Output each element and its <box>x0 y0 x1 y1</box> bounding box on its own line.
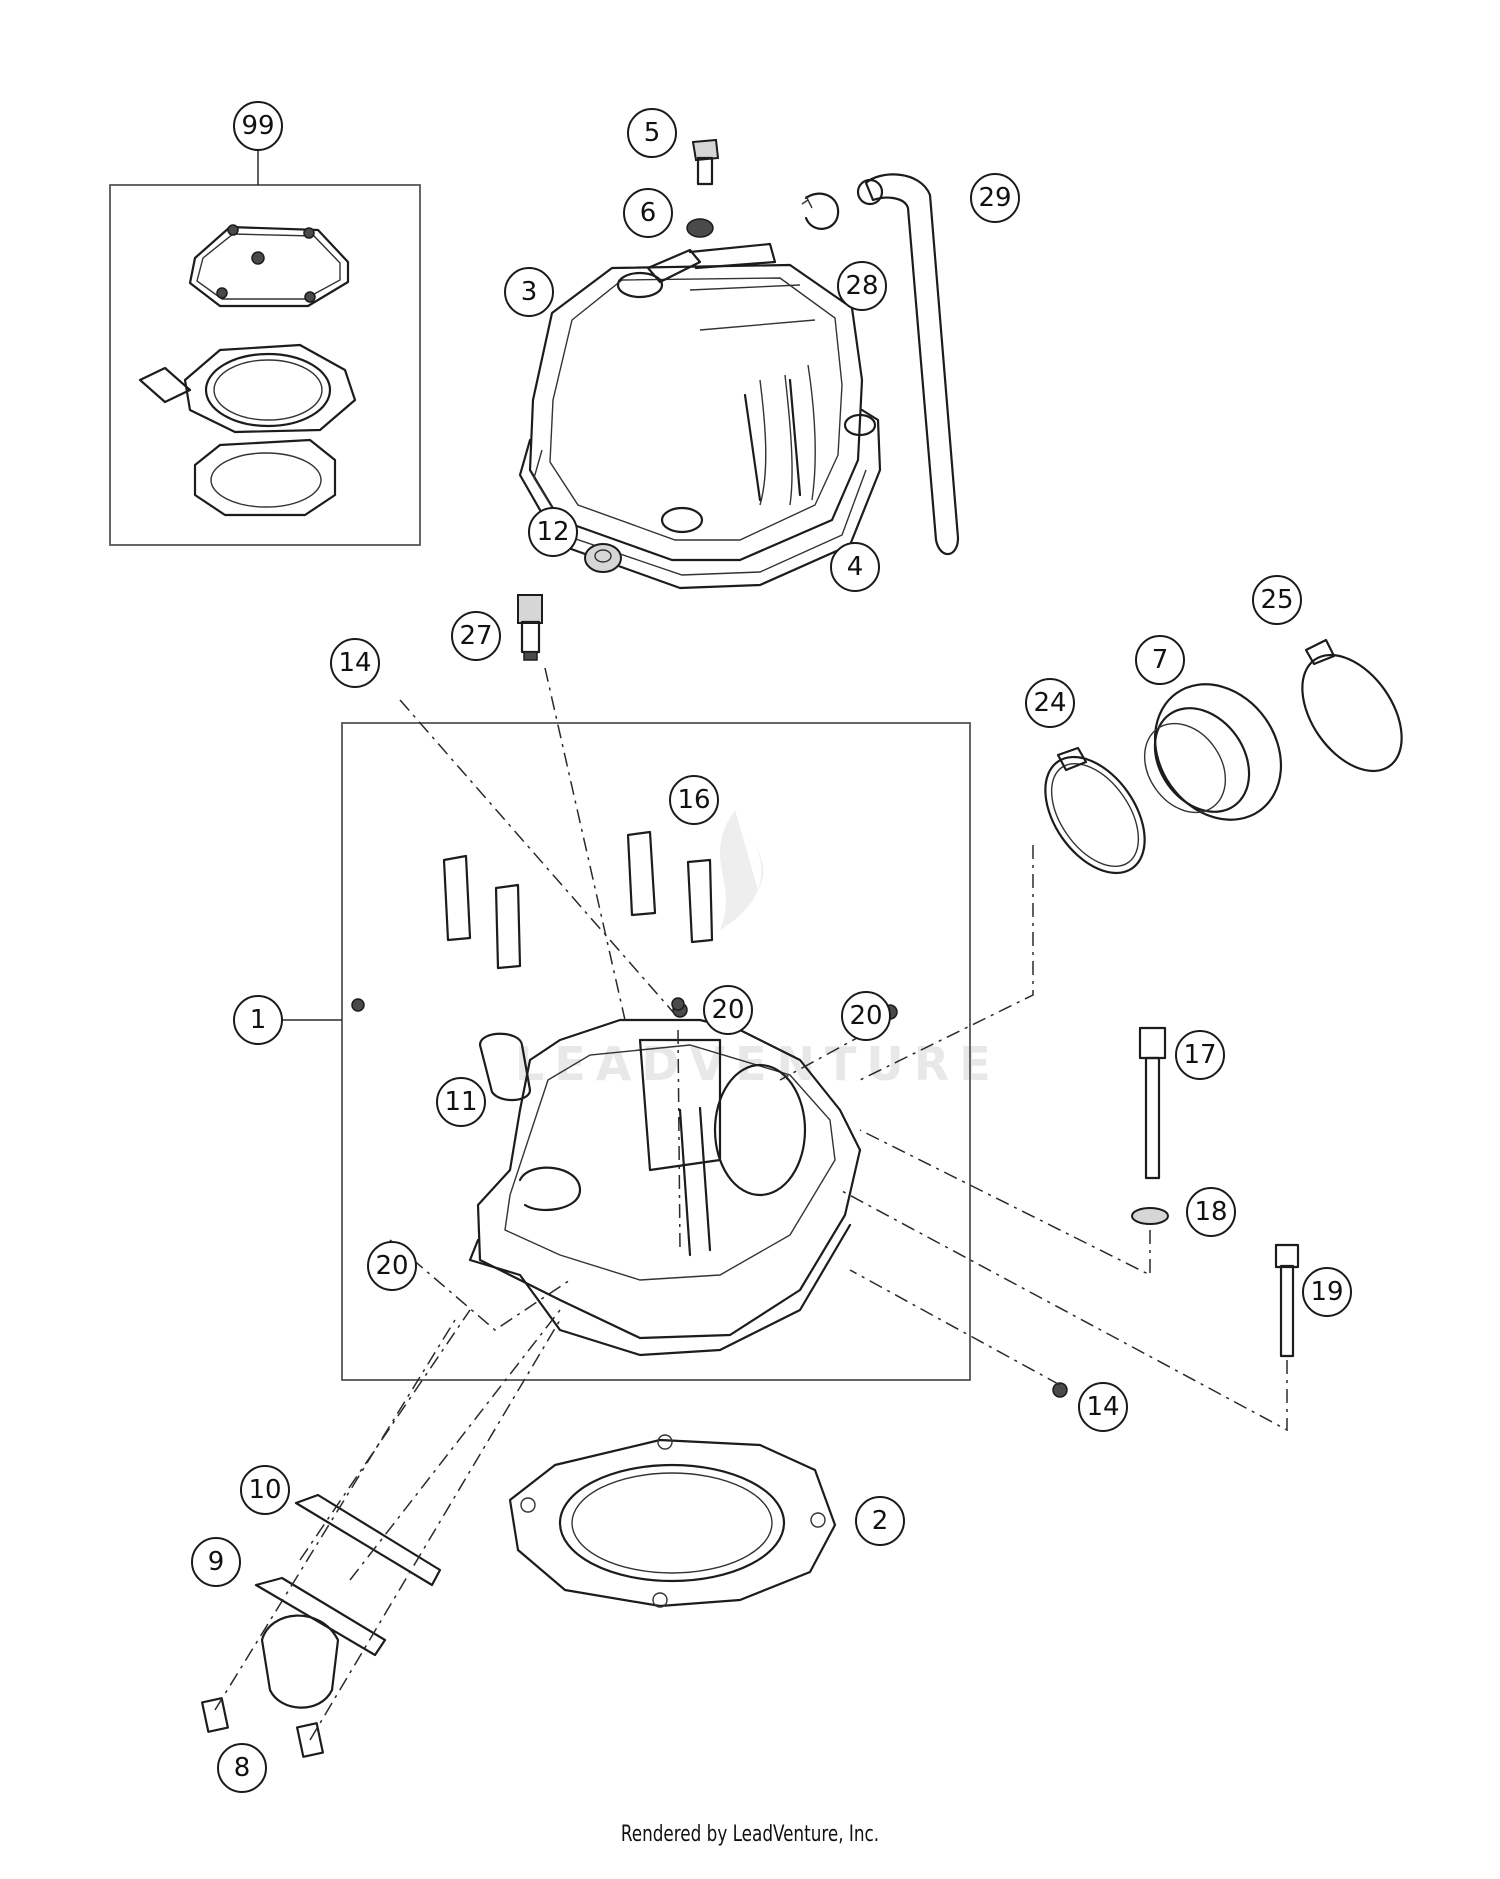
svg-text:2: 2 <box>872 1506 889 1536</box>
svg-text:8: 8 <box>234 1753 251 1783</box>
callout-19[interactable]: 19 <box>1302 1267 1352 1317</box>
callout-11[interactable]: 11 <box>436 1077 486 1127</box>
callout-25[interactable]: 25 <box>1252 575 1302 625</box>
callout-20-left[interactable]: 20 <box>367 1241 417 1291</box>
callout-99[interactable]: 99 <box>233 101 283 151</box>
callout-2[interactable]: 2 <box>855 1496 905 1546</box>
svg-text:14: 14 <box>338 648 371 678</box>
svg-text:4: 4 <box>847 552 864 582</box>
callout-28[interactable]: 28 <box>837 261 887 311</box>
callout-16[interactable]: 16 <box>669 775 719 825</box>
callout-14-bottom[interactable]: 14 <box>1078 1382 1128 1432</box>
svg-text:12: 12 <box>536 517 569 547</box>
callout-27[interactable]: 27 <box>451 611 501 661</box>
callout-4[interactable]: 4 <box>830 542 880 592</box>
svg-text:9: 9 <box>208 1547 225 1577</box>
svg-text:28: 28 <box>845 271 878 301</box>
callout-9[interactable]: 9 <box>191 1537 241 1587</box>
callout-20-right[interactable]: 20 <box>841 991 891 1041</box>
svg-text:1: 1 <box>250 1005 267 1035</box>
callout-17[interactable]: 17 <box>1175 1030 1225 1080</box>
svg-text:10: 10 <box>248 1475 281 1505</box>
callout-14-top[interactable]: 14 <box>330 638 380 688</box>
temp-sensor <box>517 594 543 661</box>
cylinder-head-box <box>341 722 971 1381</box>
svg-text:19: 19 <box>1310 1277 1343 1307</box>
svg-text:29: 29 <box>978 183 1011 213</box>
svg-text:18: 18 <box>1194 1197 1227 1227</box>
svg-text:20: 20 <box>711 995 744 1025</box>
callout-10[interactable]: 10 <box>240 1465 290 1515</box>
svg-text:11: 11 <box>444 1087 477 1117</box>
svg-text:27: 27 <box>459 621 492 651</box>
footer-credit: Rendered by LeadVenture, Inc. <box>620 1822 880 1847</box>
callout-6[interactable]: 6 <box>623 188 673 238</box>
svg-text:20: 20 <box>375 1251 408 1281</box>
svg-text:7: 7 <box>1152 645 1169 675</box>
svg-text:17: 17 <box>1183 1040 1216 1070</box>
svg-text:24: 24 <box>1033 688 1066 718</box>
valve-cover-assembly <box>518 138 960 590</box>
head-gasket <box>508 1434 837 1608</box>
svg-text:99: 99 <box>241 111 274 141</box>
callout-24[interactable]: 24 <box>1025 678 1075 728</box>
svg-text:5: 5 <box>644 118 661 148</box>
callout-29[interactable]: 29 <box>970 173 1020 223</box>
svg-text:20: 20 <box>849 1001 882 1031</box>
svg-text:16: 16 <box>677 785 710 815</box>
callout-7[interactable]: 7 <box>1135 635 1185 685</box>
watermark: LEADVENTURE <box>515 810 991 1091</box>
callout-3[interactable]: 3 <box>504 267 554 317</box>
callouts: 99 5 6 3 28 29 12 4 27 14 25 7 24 16 20 … <box>191 101 1352 1793</box>
head-bolts <box>1052 1026 1300 1398</box>
svg-text:25: 25 <box>1260 585 1293 615</box>
intake-flange <box>200 1493 442 1758</box>
intake-parts <box>1044 638 1403 875</box>
cylinder-head <box>351 830 898 1357</box>
svg-text:6: 6 <box>640 198 657 228</box>
callout-18[interactable]: 18 <box>1186 1187 1236 1237</box>
callout-20-mid[interactable]: 20 <box>703 985 753 1035</box>
callout-8[interactable]: 8 <box>217 1743 267 1793</box>
gasket-kit-parts <box>138 224 357 517</box>
gasket-kit-box <box>109 184 421 546</box>
svg-text:3: 3 <box>521 277 538 307</box>
callout-1[interactable]: 1 <box>233 995 283 1045</box>
callout-5[interactable]: 5 <box>627 108 677 158</box>
leader-lines <box>214 150 1288 1741</box>
callout-12[interactable]: 12 <box>528 507 578 557</box>
svg-text:14: 14 <box>1086 1392 1119 1422</box>
